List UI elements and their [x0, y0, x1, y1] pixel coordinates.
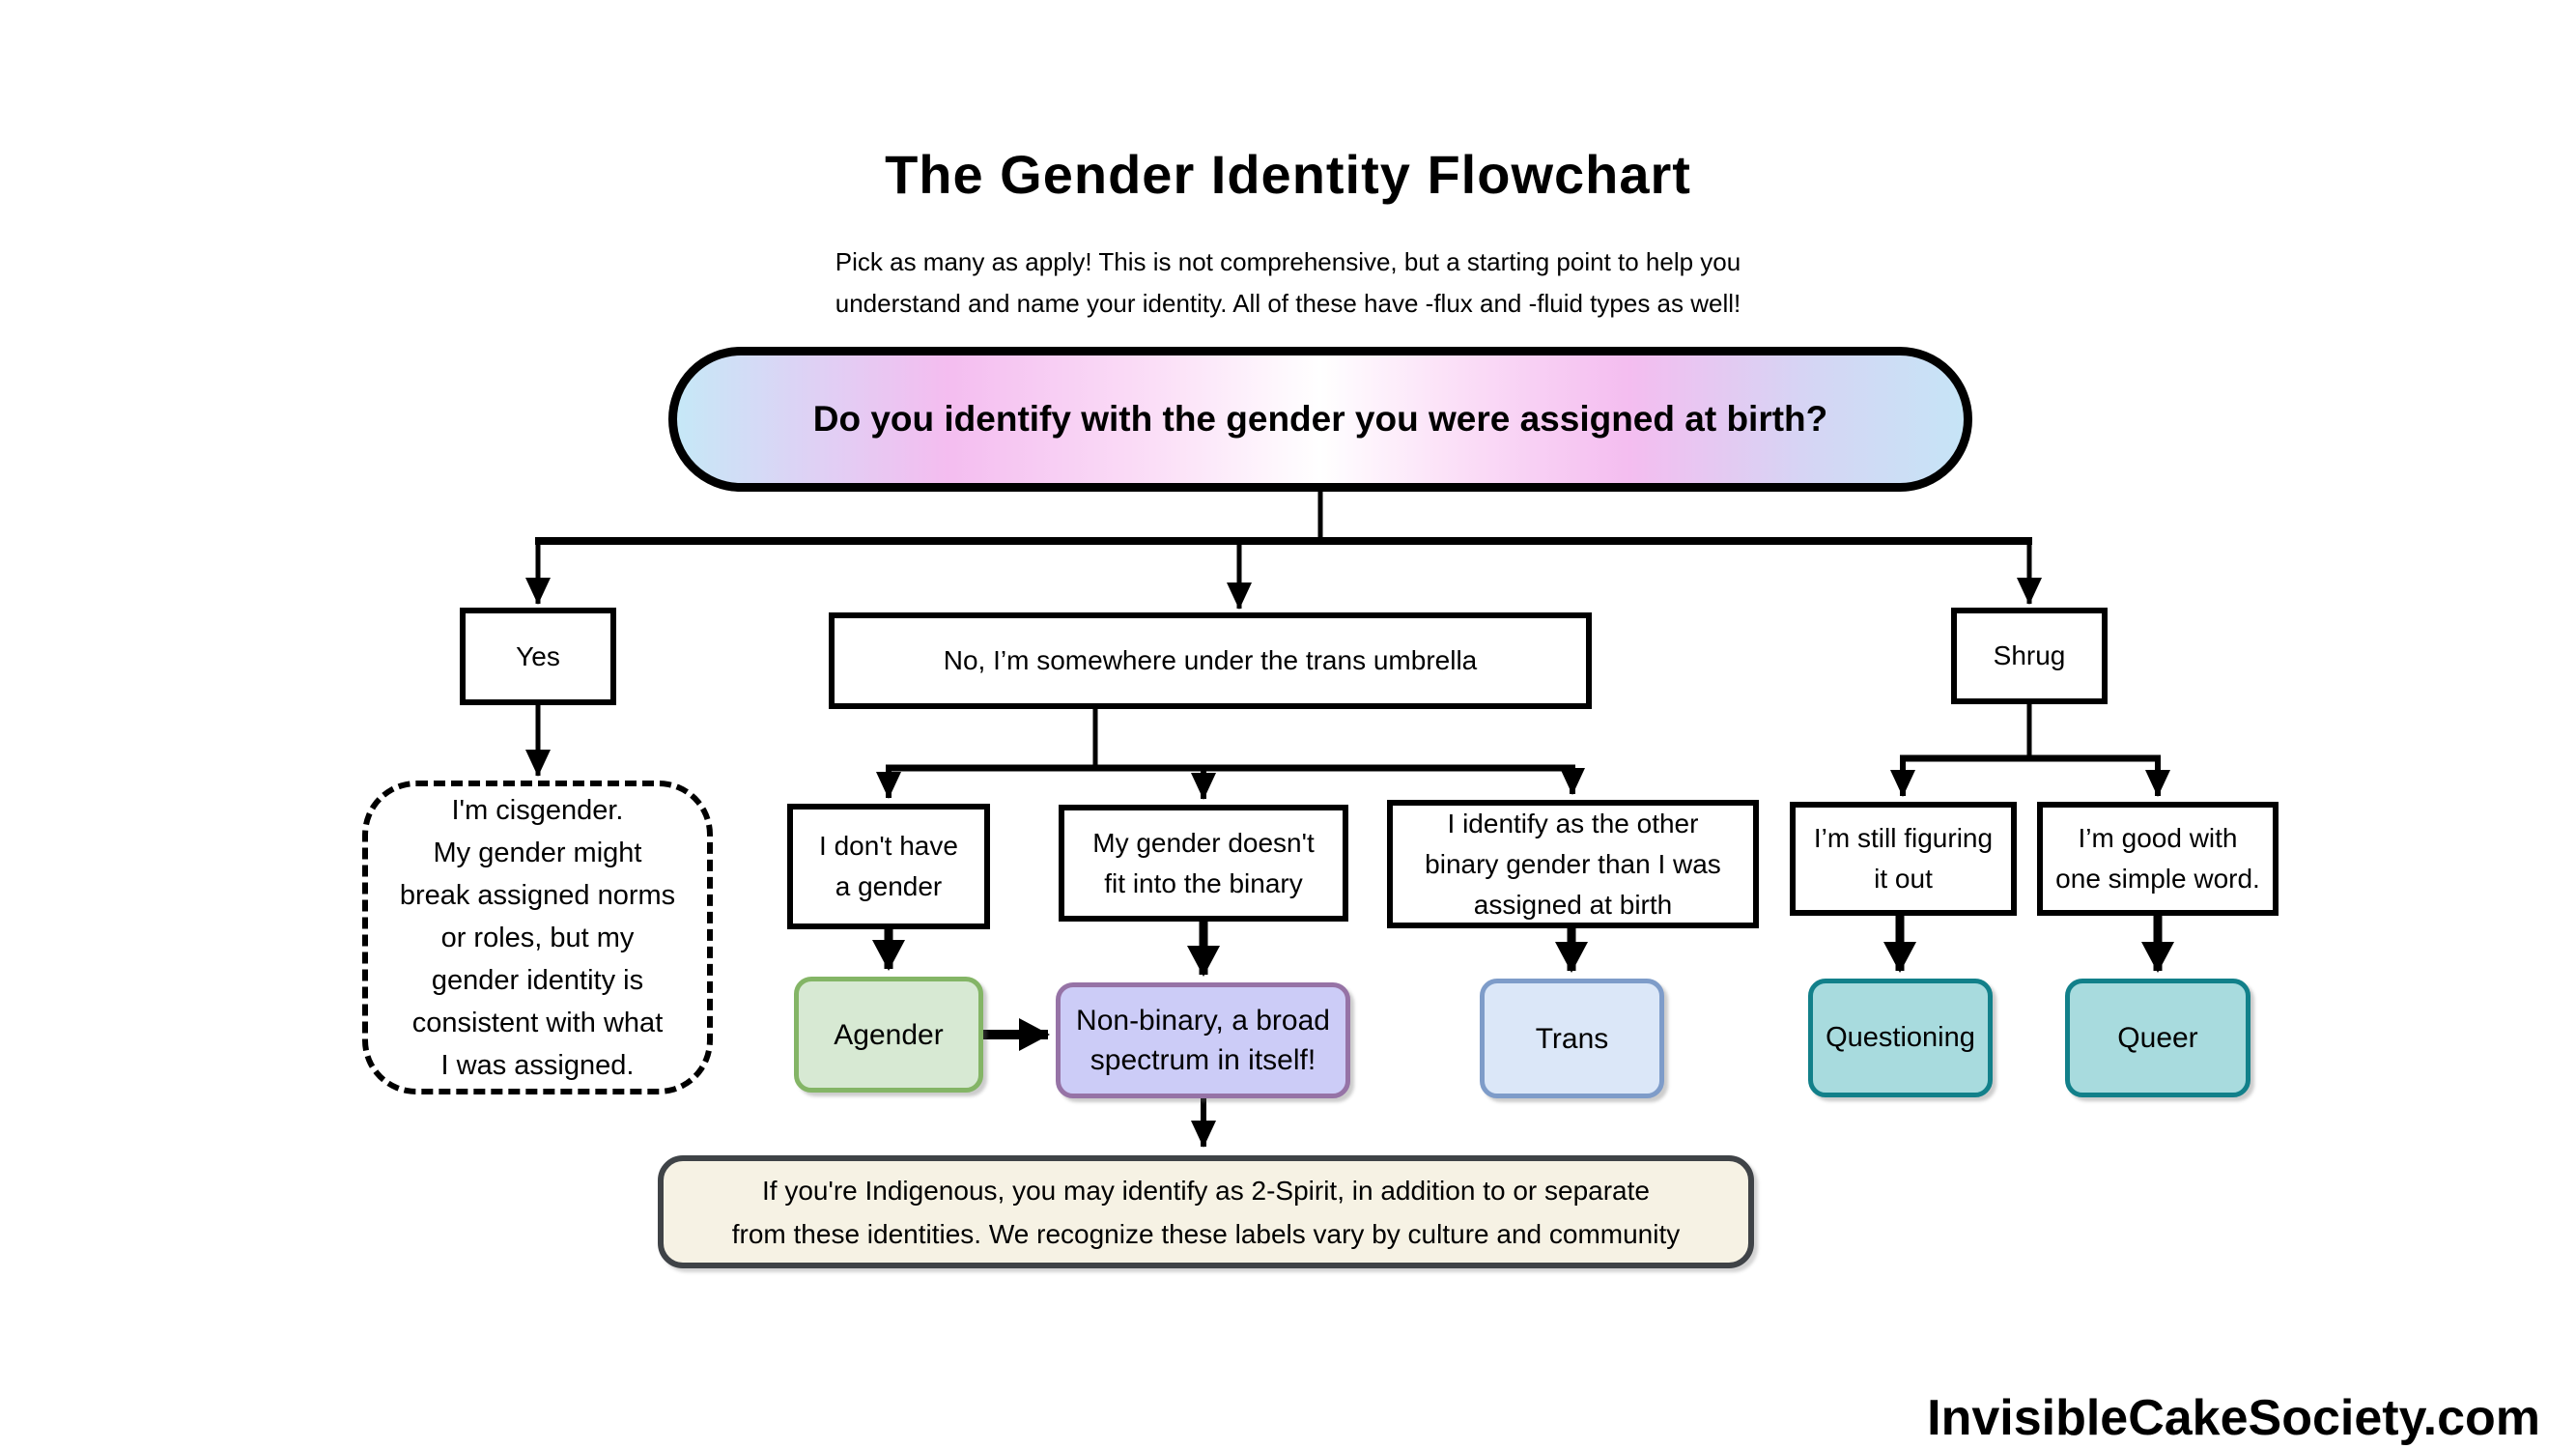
identity-trans-node: Trans [1480, 979, 1664, 1098]
identity-connectors [872, 916, 2174, 1148]
shrug-branch-connectors [1890, 704, 2170, 797]
answer-yes-node: Yes [460, 608, 616, 705]
outcome-other-binary-node: I identify as the other binary gender th… [1387, 800, 1759, 928]
identity-questioning-node: Questioning [1808, 979, 1993, 1097]
question-branch-connectors [525, 488, 2042, 610]
outcome-doesnt-fit-binary-node: My gender doesn't fit into the binary [1059, 805, 1348, 922]
question-node: Do you identify with the gender you were… [668, 347, 1972, 492]
answer-shrug-node: Shrug [1951, 608, 2108, 704]
identity-nonbinary-node: Non-binary, a broad spectrum in itself! [1056, 982, 1350, 1098]
outcome-simple-word-node: I’m good with one simple word. [2037, 802, 2279, 916]
outcome-no-gender-node: I don't have a gender [787, 804, 990, 929]
watermark-text: InvisibleCakeSociety.com [1927, 1390, 2540, 1446]
page-title: The Gender Identity Flowchart [885, 144, 1691, 205]
answer-no-node: No, I’m somewhere under the trans umbrel… [829, 612, 1592, 709]
outcome-figuring-out-node: I’m still figuring it out [1790, 802, 2017, 916]
two-spirit-note: If you're Indigenous, you may identify a… [658, 1155, 1754, 1268]
identity-queer-node: Queer [2065, 979, 2250, 1097]
outcome-cisgender-node: I'm cisgender. My gender might break ass… [362, 781, 713, 1094]
page-subtitle: Pick as many as apply! This is not compr… [835, 247, 1741, 318]
no-branch-connectors [876, 709, 1585, 800]
identity-agender-node: Agender [794, 977, 983, 1093]
